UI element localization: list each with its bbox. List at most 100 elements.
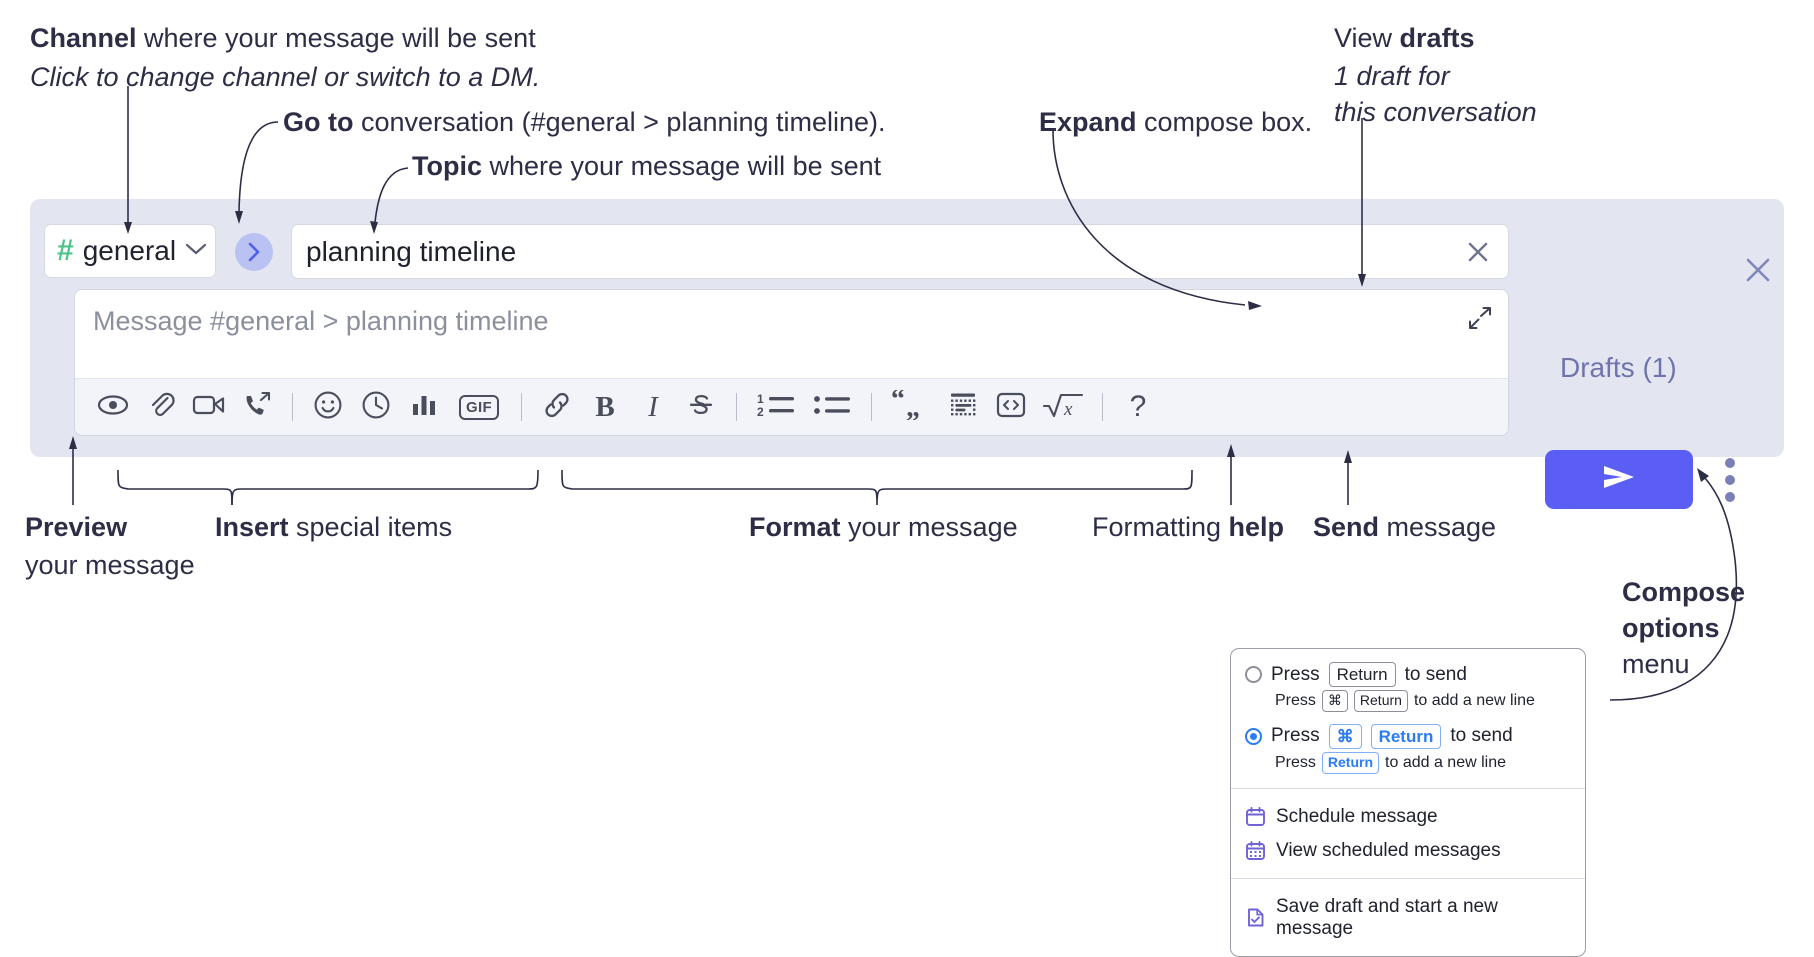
calendar-schedule-icon — [1245, 806, 1266, 827]
annotation-send-rest: message — [1379, 512, 1497, 542]
more-vertical-icon-dot-1 — [1725, 457, 1735, 468]
annotation-preview: Preview your message — [25, 511, 195, 582]
drafts-link[interactable]: Drafts (1) — [1560, 352, 1677, 383]
phone-arrow-icon — [242, 390, 272, 425]
blockquote-button[interactable]: “ „ — [883, 384, 939, 429]
code-block-button[interactable] — [939, 385, 987, 429]
menu-item-schedule-message-label: Schedule message — [1276, 805, 1438, 827]
message-input-area[interactable]: Message #general > planning timeline — [74, 289, 1509, 436]
quote-icon: “ „ — [891, 384, 931, 425]
annotation-compose-options: Compose options menu — [1622, 576, 1745, 681]
annotation-expand-bold: Expand — [1039, 107, 1137, 137]
ordered-list-button[interactable]: 1 2 — [748, 385, 804, 429]
chevron-down-icon — [185, 240, 207, 262]
send-option-cmd-return-press: Press — [1271, 725, 1320, 747]
channel-name: general — [82, 235, 177, 266]
annotation-topic-bold: Topic — [412, 151, 482, 181]
send-option-return[interactable]: Press Return to send — [1231, 660, 1585, 689]
preview-button[interactable] — [89, 385, 137, 429]
key-return-selected: Return — [1370, 723, 1442, 749]
strikethrough-button[interactable] — [677, 385, 725, 429]
separator-1 — [292, 393, 293, 421]
radio-selected-icon — [1245, 727, 1262, 745]
separator-3 — [736, 393, 737, 421]
paperclip-icon — [146, 390, 176, 425]
bold-button[interactable]: B — [581, 385, 629, 429]
annotation-goto: Go to conversation (#general > planning … — [283, 106, 886, 139]
channel-picker[interactable]: # general — [44, 224, 216, 278]
audio-clip-button[interactable] — [233, 385, 281, 429]
annotation-drafts-sub2: this conversation — [1334, 96, 1537, 127]
key-return: Return — [1328, 662, 1396, 688]
more-vertical-icon-dot-3 — [1725, 491, 1735, 502]
send-button[interactable] — [1545, 450, 1693, 509]
annotation-channel-rest: where your message will be sent — [136, 23, 536, 53]
send-option-cmd-return[interactable]: Press ⌘ Return to send — [1231, 722, 1585, 751]
menu-item-save-draft-label: Save draft and start a new message — [1276, 895, 1498, 939]
annotation-help: Formatting help — [1092, 511, 1284, 544]
bold-icon: B — [595, 390, 615, 423]
video-camera-icon — [192, 393, 226, 422]
bulleted-list-icon — [812, 391, 852, 424]
code-block-icon — [948, 391, 978, 424]
file-check-icon — [1245, 907, 1266, 928]
square-root-x-icon: x — [1042, 390, 1084, 425]
annotation-drafts-bold: drafts — [1399, 23, 1475, 53]
emoji-button[interactable] — [304, 385, 352, 429]
goto-conversation-button[interactable] — [235, 233, 273, 271]
annotation-channel-bold: Channel — [30, 23, 137, 53]
annotation-topic: Topic where your message will be sent — [412, 150, 881, 183]
key-return-sub: Return — [1353, 690, 1408, 712]
topic-input[interactable]: planning timeline — [291, 224, 1509, 279]
compose-options-button[interactable] — [1716, 450, 1744, 509]
separator-5 — [1102, 393, 1103, 421]
bar-chart-icon — [410, 392, 438, 423]
bulleted-list-button[interactable] — [804, 385, 860, 429]
menu-divider-2 — [1231, 877, 1585, 879]
separator-2 — [521, 393, 522, 421]
inline-code-button[interactable] — [987, 385, 1035, 429]
expand-icon[interactable] — [1466, 304, 1494, 332]
poll-button[interactable] — [400, 385, 448, 429]
annotation-insert-bold: Insert — [215, 512, 289, 542]
link-button[interactable] — [533, 385, 581, 429]
annotation-send-bold: Send — [1313, 512, 1380, 542]
eye-icon — [96, 392, 130, 423]
attach-button[interactable] — [137, 385, 185, 429]
italic-icon: I — [648, 390, 658, 423]
annotation-help-pre: Formatting — [1092, 512, 1229, 542]
close-compose-button[interactable] — [1740, 252, 1776, 293]
annotation-help-bold: help — [1228, 512, 1285, 542]
svg-text:x: x — [1063, 399, 1073, 420]
annotation-drafts-pre: View — [1334, 23, 1400, 53]
send-option-return-sub: Press ⌘ Return to add a new line — [1231, 689, 1585, 716]
close-icon[interactable] — [1462, 236, 1494, 268]
annotation-expand: Expand compose box. — [1039, 106, 1312, 139]
annotation-compose-options-bold2: options — [1622, 612, 1720, 643]
annotation-expand-rest: compose box. — [1136, 107, 1313, 137]
send-option-cmd-return-sub-after: to add a new line — [1385, 753, 1507, 771]
link-icon — [541, 390, 573, 425]
topic-value: planning timeline — [306, 235, 517, 267]
more-vertical-icon-dot-2 — [1725, 474, 1735, 485]
menu-item-schedule-message[interactable]: Schedule message — [1231, 800, 1585, 834]
annotation-drafts-sub1: 1 draft for — [1334, 60, 1450, 91]
send-option-return-after: to send — [1404, 663, 1467, 685]
video-clip-button[interactable] — [185, 385, 233, 429]
menu-item-view-scheduled[interactable]: View scheduled messages — [1231, 834, 1585, 868]
send-key-options: Press Return to send Press ⌘ Return to a… — [1231, 649, 1585, 788]
key-return-sub-selected: Return — [1321, 752, 1380, 774]
chevron-right-icon — [244, 241, 264, 263]
gif-button[interactable]: GIF — [448, 385, 510, 429]
annotation-insert: Insert special items — [215, 511, 452, 544]
radio-unselected-icon — [1245, 666, 1262, 684]
annotation-topic-rest: where your message will be sent — [482, 151, 882, 181]
formatting-help-button[interactable]: ? — [1114, 385, 1162, 429]
draft-section: Save draft and start a new message — [1231, 879, 1585, 956]
gif-icon: GIF — [459, 394, 499, 420]
italic-button[interactable]: I — [629, 385, 677, 429]
svg-text:“: “ — [891, 390, 905, 415]
reminder-button[interactable] — [352, 385, 400, 429]
menu-item-save-draft[interactable]: Save draft and start a new message — [1231, 890, 1585, 946]
math-button[interactable]: x — [1035, 385, 1091, 429]
